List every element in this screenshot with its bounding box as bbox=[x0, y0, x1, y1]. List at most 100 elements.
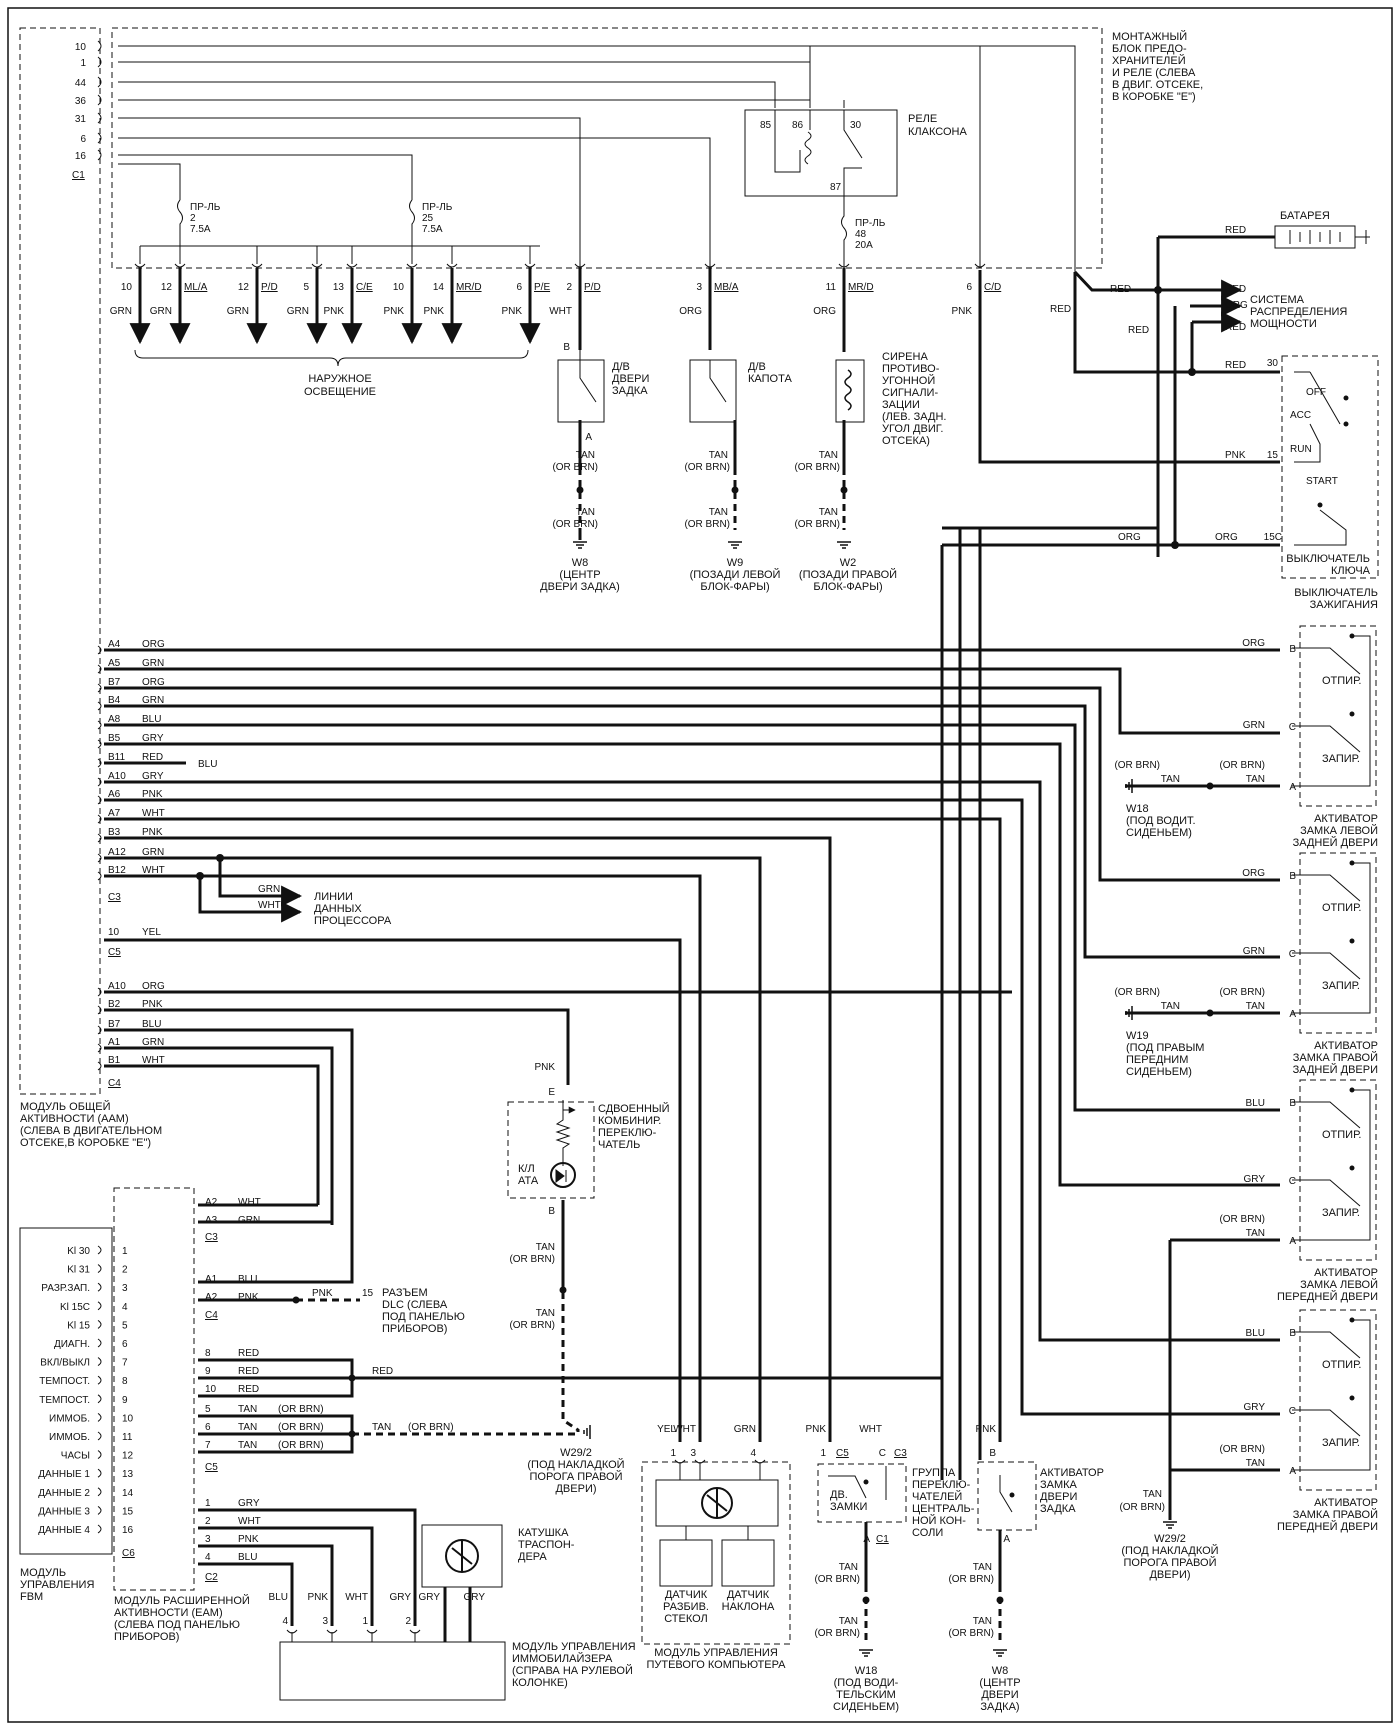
actuator-contact bbox=[1292, 647, 1361, 675]
ground-w19-4: СИДЕНЬЕМ) bbox=[1126, 1066, 1192, 1078]
actuator-pin-c: C bbox=[1289, 1406, 1296, 1417]
fbm-c6: C6 bbox=[122, 1548, 135, 1559]
wire-org: ORG bbox=[1242, 638, 1265, 649]
aam-wire-PNK: PNK bbox=[142, 827, 163, 838]
output-pin-10: 10 bbox=[393, 282, 405, 293]
aam-wire-WHT: WHT bbox=[142, 808, 165, 819]
fbm-pin-8: 8 bbox=[122, 1376, 128, 1387]
lf-door-actuator-label-2: ЗАМКА ЛЕВОЙ bbox=[1300, 1278, 1378, 1291]
aam-wire-WHT: WHT bbox=[142, 1055, 165, 1066]
wire-tan: TAN bbox=[372, 1422, 391, 1433]
relay-label-1: РЕЛЕ bbox=[908, 113, 937, 125]
svg-text:ПРОЦЕССОРА: ПРОЦЕССОРА bbox=[314, 915, 392, 927]
wire-org: ORG bbox=[1225, 300, 1248, 311]
ground-w18-2: (ПОД ВОДИТ. bbox=[1126, 815, 1196, 827]
aam-terminal bbox=[97, 645, 102, 655]
wire bbox=[942, 526, 1160, 557]
ground-w2-3: БЛОК-ФАРЫ) bbox=[813, 581, 882, 593]
aam-wire-GRY: GRY bbox=[142, 733, 164, 744]
key-switch-1: ВЫКЛЮЧАТЕЛЬ bbox=[1286, 553, 1370, 565]
siren-label-2: ПРОТИВО- bbox=[882, 363, 940, 375]
c1-terminal bbox=[97, 132, 102, 144]
aam-terminal bbox=[97, 1061, 102, 1071]
fbm-terminal bbox=[97, 1412, 102, 1422]
splice-dot bbox=[196, 872, 204, 880]
eam-c4: C4 bbox=[205, 1310, 218, 1321]
aam-terminal bbox=[97, 833, 102, 843]
trip-glass-1: ДАТЧИК bbox=[665, 1589, 708, 1601]
aam-wire-GRY: GRY bbox=[142, 771, 164, 782]
output-pin-12: 12 bbox=[238, 282, 250, 293]
wire-tan: TAN bbox=[819, 507, 838, 518]
wire-or-brn: (OR BRN) bbox=[509, 1254, 555, 1265]
splice-dot bbox=[1206, 782, 1214, 790]
internal-bus bbox=[139, 246, 531, 264]
actuator-pin-b: B bbox=[1289, 1328, 1296, 1339]
ground-w8-2: (ЦЕНТР bbox=[559, 569, 600, 581]
c1-pin-10: 10 bbox=[75, 42, 87, 53]
wire-tan: TAN bbox=[1246, 1458, 1265, 1469]
aam-wire-BLU: BLU bbox=[142, 1019, 161, 1030]
actuator-common bbox=[1292, 862, 1371, 1014]
fbm-row-7: ВКЛ/ВЫКЛ bbox=[40, 1358, 90, 1369]
aam-label-1: МОДУЛЬ ОБЩЕЙ bbox=[20, 1100, 111, 1113]
output-terminal bbox=[524, 263, 536, 268]
fbm-row-16: ДАННЫЕ 4 bbox=[38, 1525, 90, 1536]
svg-text:БАТАРЕЯ: БАТАРЕЯ bbox=[1280, 210, 1330, 222]
console-label-3: ЧАТЕЛЕЙ bbox=[912, 1490, 962, 1503]
trip-glass-3: СТЕКОЛ bbox=[664, 1613, 708, 1625]
tailgate-actuator-label-1: АКТИВАТОР bbox=[1040, 1467, 1104, 1479]
wire-gry: GRY bbox=[464, 1592, 486, 1603]
console-label-2: ПЕРЕКЛЮ- bbox=[912, 1479, 971, 1491]
output-connector: C/D bbox=[984, 282, 1001, 293]
output-terminal bbox=[446, 263, 458, 268]
fbm-pin-5: 5 bbox=[122, 1320, 128, 1331]
wire-tan: TAN bbox=[1246, 774, 1265, 785]
wire-or-brn: (OR BRN) bbox=[509, 1320, 555, 1331]
fbm-terminal bbox=[97, 1394, 102, 1404]
wire-or-brn: (OR BRN) bbox=[684, 462, 730, 473]
eam-wire-TAN: TAN bbox=[238, 1422, 257, 1433]
fbm-pin-11: 11 bbox=[122, 1432, 133, 1443]
fbm-label-2: УПРАВЛЕНИЯ bbox=[20, 1579, 94, 1591]
trip-label-1: МОДУЛЬ УПРАВЛЕНИЯ bbox=[654, 1647, 778, 1659]
dlc-pin: 15 bbox=[362, 1288, 374, 1299]
tailgate-actuator-label-2: ЗАМКА bbox=[1040, 1479, 1078, 1491]
aam-terminal bbox=[97, 758, 102, 768]
immo-terminal bbox=[409, 1629, 421, 1642]
fbm-pin-2: 2 bbox=[122, 1265, 128, 1276]
ground-w18-bottom-1: W18 bbox=[855, 1665, 878, 1677]
ign-run: RUN bbox=[1290, 444, 1312, 455]
pin-e: E bbox=[548, 1087, 555, 1098]
ground-w29-right-3: ПОРОГА ПРАВОЙ bbox=[1123, 1556, 1216, 1569]
fbm-row-1: Kl 30 bbox=[67, 1246, 90, 1257]
data-lines: GRN WHT ЛИНИИ ДАННЫХ ПРОЦЕССОРА bbox=[198, 864, 392, 927]
ground-w19-1: W19 bbox=[1126, 1030, 1149, 1042]
pin-a: A bbox=[585, 432, 592, 443]
actuator-pin-b: B bbox=[1289, 1098, 1296, 1109]
ground-w8-bottom-1: W8 bbox=[992, 1665, 1009, 1677]
relay-label-2: КЛАКСОНА bbox=[908, 126, 967, 138]
immo-pin-3: 3 bbox=[322, 1616, 328, 1627]
output-connector: C/E bbox=[356, 282, 373, 293]
wire-or-brn: (OR BRN) bbox=[1219, 987, 1265, 998]
actuator-pin-a: A bbox=[1289, 1236, 1296, 1247]
transponder-wires bbox=[443, 1587, 472, 1642]
hood-switch-1: Д/В bbox=[748, 361, 766, 373]
wire-color: GRN bbox=[227, 306, 249, 317]
aam-wire-yel: YEL bbox=[142, 927, 161, 938]
wire-tan: TAN bbox=[536, 1242, 555, 1253]
trip-terminal bbox=[754, 1459, 766, 1480]
relay-pin-85: 85 bbox=[760, 120, 772, 131]
c1-terminal bbox=[97, 112, 102, 124]
eam-wire-RED: RED bbox=[238, 1366, 259, 1377]
eam-c4-blu bbox=[198, 1260, 354, 1284]
splice-dot bbox=[292, 1296, 300, 1304]
fuse-block-label-4: И РЕЛЕ (СЛЕВА bbox=[1112, 67, 1196, 79]
output-connector: MB/A bbox=[714, 282, 739, 293]
ign-pin-30: 30 bbox=[1267, 358, 1279, 369]
lr-door-actuator-label-1: АКТИВАТОР bbox=[1314, 813, 1378, 825]
wire-tan: TAN bbox=[709, 507, 728, 518]
